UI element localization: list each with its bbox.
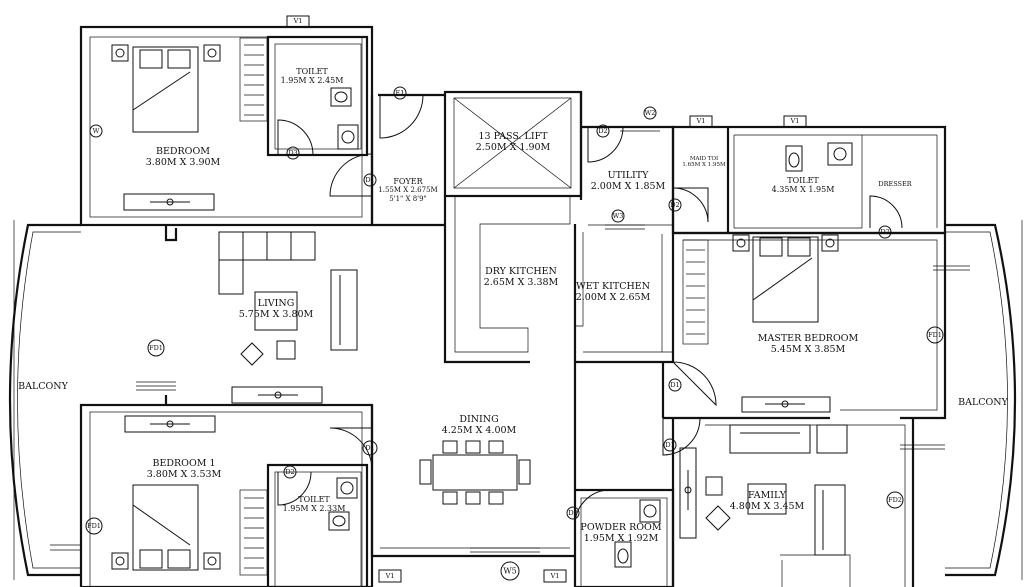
door-tag: E1 — [395, 89, 405, 97]
ventilator-tag: V1 — [550, 572, 560, 580]
room-size: 4.80M X 3.45M — [729, 501, 805, 512]
dining-table — [419, 440, 531, 505]
room-size: 4.35M X 1.95M — [771, 185, 835, 194]
room-lift: 13 PASS. LIFT 2.50M X 1.90M — [476, 131, 551, 153]
room-size: 1.95M X 2.33M — [282, 504, 346, 513]
room-name: POWDER ROOM — [580, 522, 662, 533]
door-tag: D1 — [365, 444, 375, 452]
ventilator-tag: V1 — [385, 572, 395, 580]
room-bedroom: BEDROOM 3.80M X 3.90M — [146, 146, 221, 168]
room-name: LIVING — [257, 298, 295, 309]
room-size: 4.25M X 4.00M — [441, 425, 517, 436]
window-tag: W2 — [644, 109, 656, 117]
room-living: LIVING 5.75M X 3.80M — [239, 298, 314, 320]
room-name: BEDROOM — [156, 146, 210, 157]
bed-bedroom1 — [111, 484, 221, 571]
door-tag: D2 — [598, 127, 608, 135]
room-name: 13 PASS. LIFT — [478, 131, 548, 142]
room-utility: UTILITY 2.00M X 1.85M — [591, 170, 666, 192]
room-name: MAID TOI — [689, 156, 719, 162]
doors — [277, 94, 903, 526]
room-size: 2.00M X 2.65M — [575, 292, 651, 303]
room-size: 1.55M X 2.675M — [378, 186, 438, 194]
window-tag: W5 — [503, 566, 517, 576]
room-size-ft: 5'1" X 8'9" — [389, 195, 427, 203]
room-size: 2.00M X 1.85M — [590, 181, 666, 192]
room-size: 2.50M X 1.90M — [475, 142, 551, 153]
room-name: TOILET — [296, 67, 328, 76]
room-name: UTILITY — [607, 170, 649, 181]
bed-master — [732, 234, 839, 323]
room-name: TOILET — [787, 176, 819, 185]
room-dining: DINING 4.25M X 4.00M — [442, 414, 517, 436]
room-size: 5.75M X 3.80M — [238, 309, 314, 320]
room-name: MASTER BEDROOM — [757, 333, 859, 344]
door-tag: FD1 — [149, 344, 163, 352]
room-name: WET KITCHEN — [575, 281, 651, 292]
room-name: DINING — [459, 414, 499, 425]
room-name: BALCONY — [18, 381, 68, 392]
room-powder-room: POWDER ROOM 1.95M X 1.92M — [580, 522, 661, 544]
room-toilet-bedroom1: TOILET 1.95M X 2.33M — [283, 495, 346, 513]
tv-units — [123, 193, 831, 539]
room-balcony-right: BALCONY — [958, 397, 1008, 408]
ventilator-tag: V1 — [790, 117, 800, 125]
window-tag: W — [92, 127, 100, 135]
bed-top-left — [111, 44, 221, 133]
room-name: TOILET — [298, 495, 330, 504]
room-size: 1.95M X 1.92M — [583, 533, 659, 544]
room-toilet-master: TOILET 4.35M X 1.95M — [772, 176, 835, 194]
room-balcony-left: BALCONY — [18, 381, 68, 392]
room-dry-kitchen: DRY KITCHEN 2.65M X 3.38M — [484, 266, 559, 288]
room-name: FAMILY — [747, 490, 787, 501]
room-name: FOYER — [393, 177, 423, 186]
wardrobes — [244, 44, 709, 569]
room-master-bedroom: MASTER BEDROOM 5.45M X 3.85M — [758, 333, 859, 355]
door-tag: D2 — [880, 228, 890, 236]
door-tag: D1 — [365, 176, 375, 184]
fixtures — [328, 87, 853, 568]
room-size: 1.95M X 2.45M — [280, 76, 344, 85]
room-bedroom1: BEDROOM 1 3.80M X 3.53M — [147, 458, 222, 480]
room-foyer: FOYER 1.55M X 2.675M 5'1" X 8'9" — [378, 177, 437, 204]
door-tag: FD2 — [888, 496, 902, 504]
ventilator-tag: V1 — [293, 17, 303, 25]
door-tag: FD1 — [928, 331, 942, 339]
ventilator-tag: V1 — [696, 117, 706, 125]
room-maid-toilet: MAID TOI 1.65M X 1.95M — [682, 156, 725, 168]
room-wet-kitchen: WET KITCHEN 2.00M X 2.65M — [576, 281, 651, 303]
door-tag: D2 — [568, 509, 578, 517]
room-size: 3.80M X 3.90M — [145, 157, 221, 168]
door-tag: D2 — [285, 468, 295, 476]
room-size: 1.65M X 1.95M — [682, 162, 726, 168]
door-tag: D3 — [288, 149, 298, 157]
door-tag: D2 — [670, 201, 680, 209]
walls — [8, 25, 1023, 587]
door-tag: FD1 — [87, 522, 101, 530]
door-tag: D1 — [670, 381, 680, 389]
room-name: BALCONY — [958, 397, 1008, 408]
room-size: 2.65M X 3.38M — [483, 277, 559, 288]
room-family: FAMILY 4.80M X 3.45M — [730, 490, 805, 512]
door-tag: D1 — [665, 441, 675, 449]
markers — [85, 15, 944, 583]
room-name: DRY KITCHEN — [485, 266, 557, 277]
room-dresser: DRESSER — [878, 180, 912, 188]
room-size: 3.80M X 3.53M — [146, 469, 222, 480]
living-furniture — [218, 231, 848, 556]
room-name: DRESSER — [878, 180, 912, 188]
window-tag: W3 — [612, 212, 624, 220]
room-name: BEDROOM 1 — [152, 458, 216, 469]
room-toilet-top: TOILET 1.95M X 2.45M — [281, 67, 344, 85]
room-size: 5.45M X 3.85M — [770, 344, 846, 355]
